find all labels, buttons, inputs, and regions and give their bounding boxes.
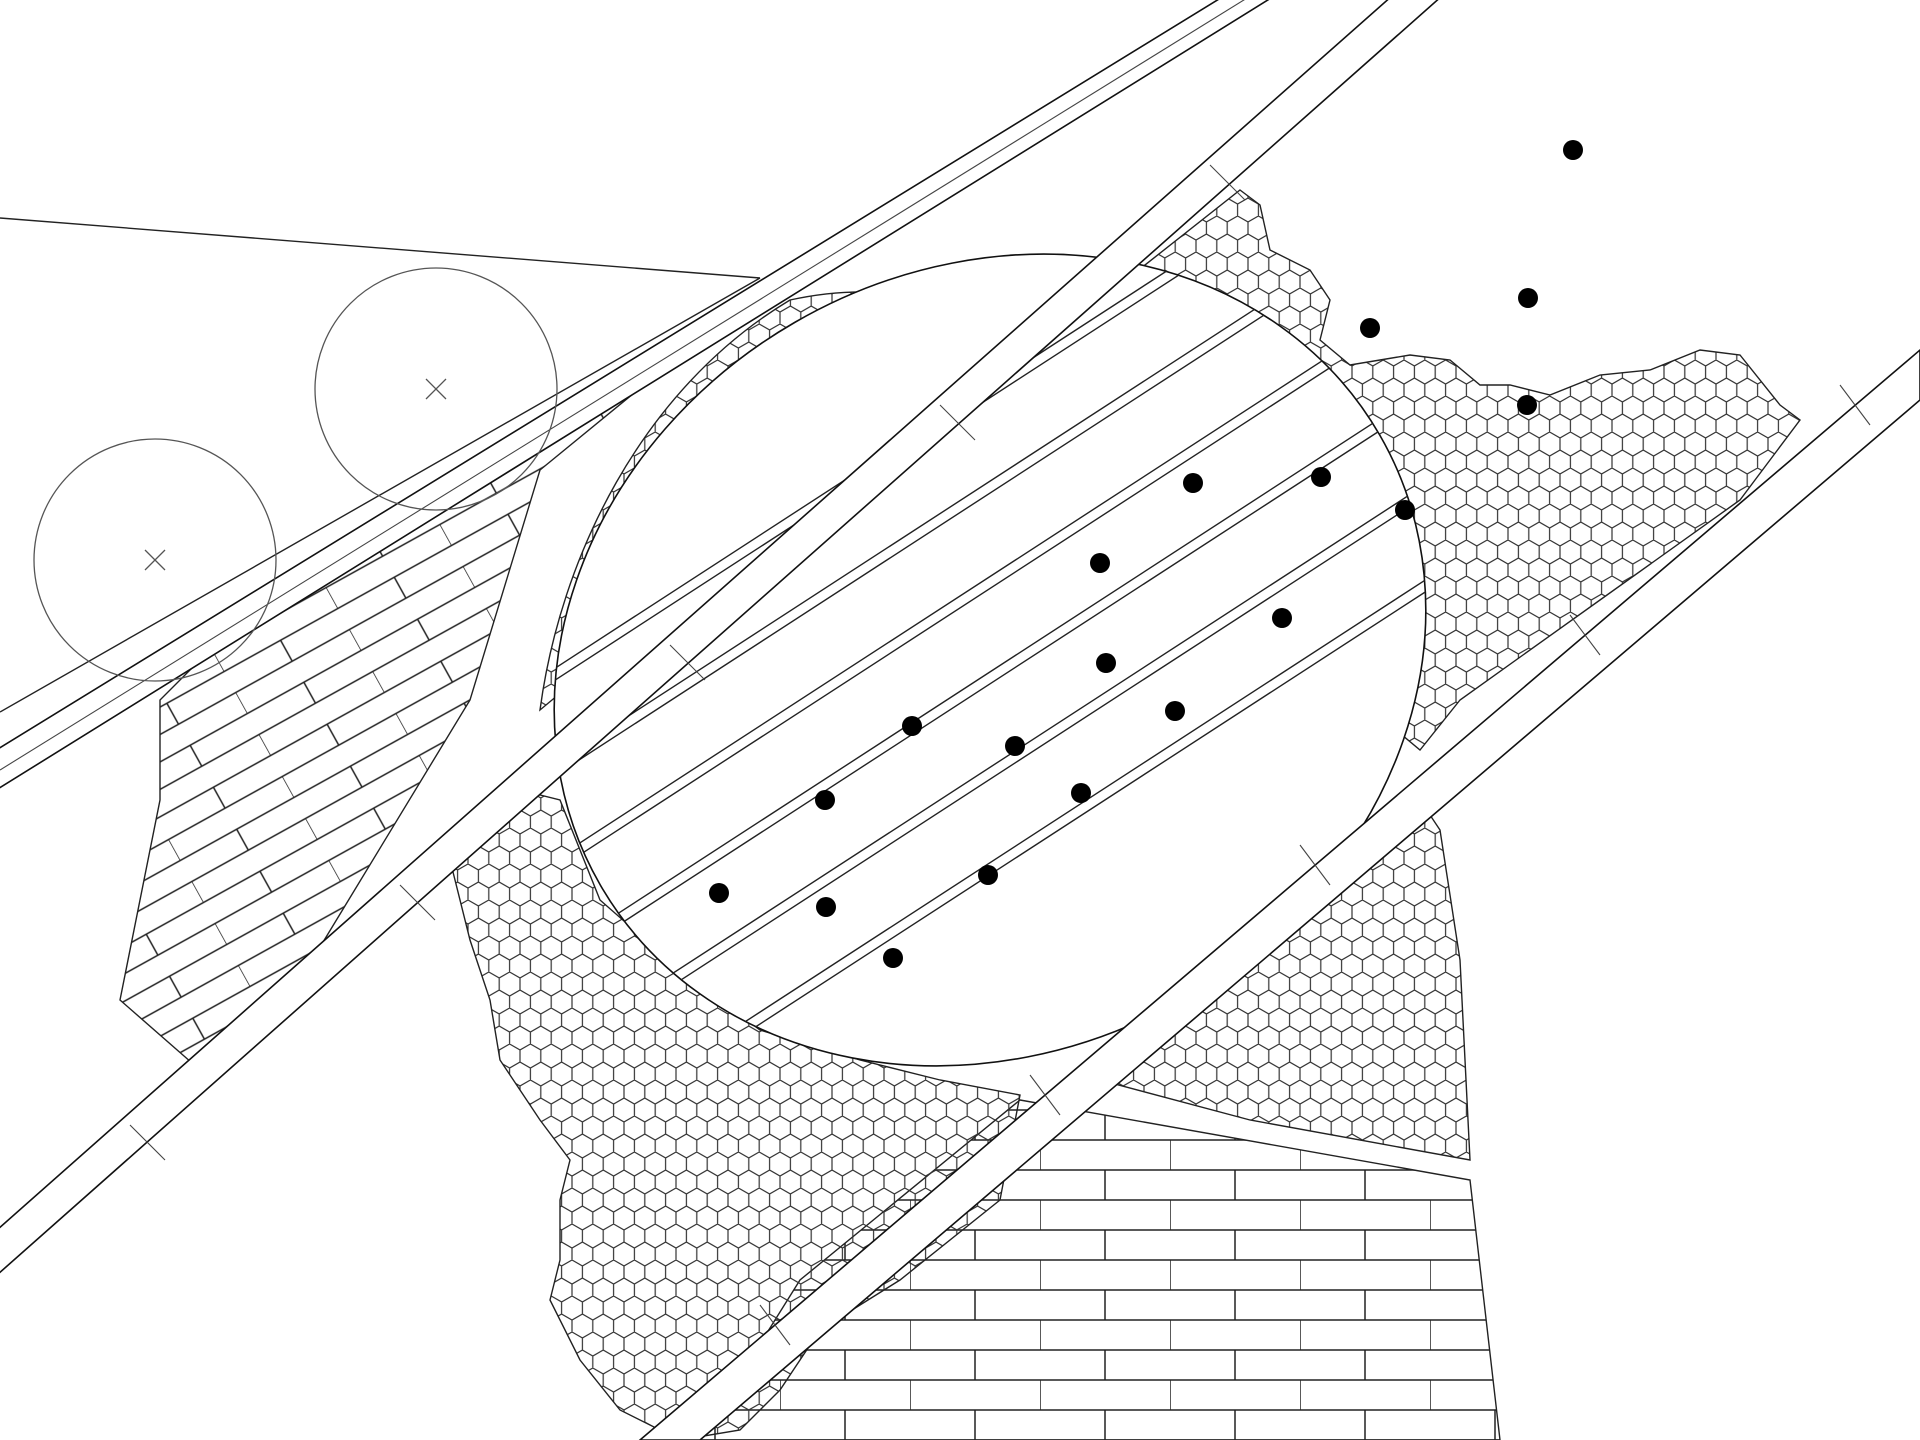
bollard [1183, 473, 1203, 493]
tree-2 [33, 438, 277, 682]
boundary-line-2 [0, 277, 761, 713]
bollard [815, 790, 835, 810]
bollard [1165, 701, 1185, 721]
bollard [1090, 553, 1110, 573]
bollard [1563, 140, 1583, 160]
bollard [1517, 395, 1537, 415]
bollard [1395, 500, 1415, 520]
bollard [709, 883, 729, 903]
bollard [1096, 653, 1116, 673]
bollard [902, 716, 922, 736]
bollard [978, 865, 998, 885]
bollard [1360, 318, 1380, 338]
walkway-south [638, 348, 1920, 1440]
walkway-north [0, 0, 1270, 789]
bollard [1005, 736, 1025, 756]
bollard [1272, 608, 1292, 628]
walkway-main [0, 0, 1439, 1274]
tree-1 [314, 267, 558, 511]
boundary-line [0, 217, 761, 279]
bollard [1518, 288, 1538, 308]
bollard [883, 948, 903, 968]
bollard [1071, 783, 1091, 803]
bollard [1311, 467, 1331, 487]
bollards [709, 140, 1583, 968]
bollard [816, 897, 836, 917]
